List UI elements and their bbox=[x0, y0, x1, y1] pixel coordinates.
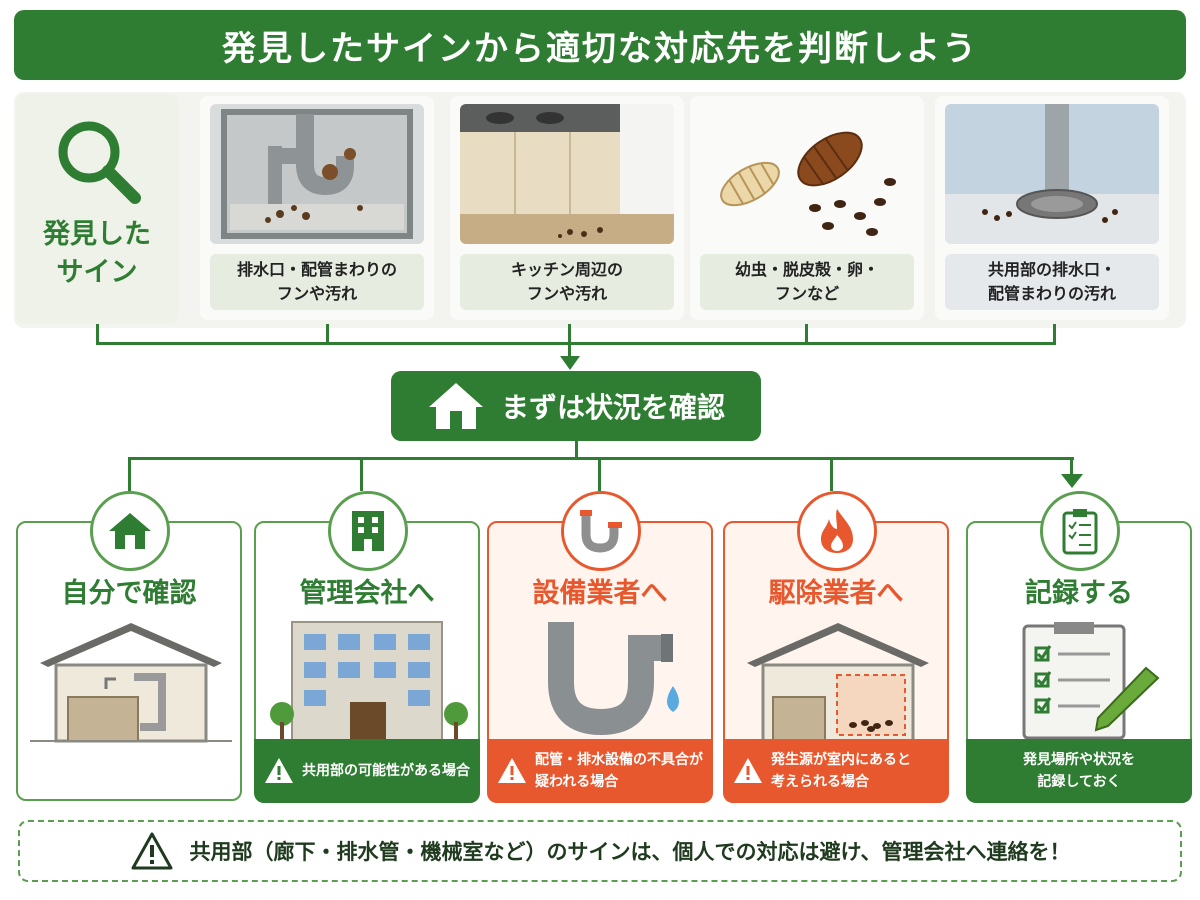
card-self-check: 自分で確認 bbox=[16, 491, 242, 801]
sign-caption-line1: 共用部の排水口・ bbox=[987, 260, 1116, 279]
sign-card-drain: 排水口・配管まわりの フンや汚れ bbox=[200, 96, 434, 320]
card-note: 発生源が室内にあると 考えられる場合 bbox=[723, 739, 949, 803]
signs-label-text: 発見した サイン bbox=[43, 216, 151, 292]
warning-icon bbox=[498, 758, 526, 783]
card-note-line2: 記録しておく bbox=[1037, 774, 1121, 790]
sign-caption-line1: キッチン周辺の bbox=[510, 260, 623, 279]
connector bbox=[1053, 324, 1056, 344]
connector bbox=[326, 324, 329, 344]
building-icon bbox=[352, 511, 384, 551]
card-note: 配管・排水設備の不具合が 疑われる場合 bbox=[487, 739, 713, 803]
confirm-status-box: まずは状況を確認 bbox=[391, 371, 761, 441]
common-drain-illustration bbox=[945, 104, 1159, 244]
pipe-icon bbox=[580, 510, 622, 553]
house-infestation-illustration bbox=[747, 623, 929, 743]
card-title: 設備業者へ bbox=[532, 578, 668, 609]
fire-icon bbox=[821, 509, 853, 553]
sign-caption-larvae: 幼虫・脱皮殻・卵・ フンなど bbox=[700, 254, 914, 310]
card-title: 管理会社へ bbox=[299, 578, 435, 609]
card-management: 管理会社へ 共用部の可能性がある場合 bbox=[254, 491, 480, 803]
connector bbox=[575, 441, 578, 459]
signs-label: 発見した サイン bbox=[16, 94, 178, 324]
connector bbox=[1070, 457, 1073, 479]
card-badge bbox=[1040, 491, 1120, 571]
clipboard-icon bbox=[1062, 509, 1098, 555]
card-note-line1: 発見場所や状況を bbox=[1023, 752, 1135, 768]
card-record: 記録する 発見場所や状況を 記録しておく bbox=[966, 491, 1192, 803]
card-note-line1: 発生源が室内にあると bbox=[771, 752, 911, 768]
sign-caption-common: 共用部の排水口・ 配管まわりの汚れ bbox=[945, 254, 1159, 310]
connector bbox=[568, 324, 571, 360]
sign-caption-line1: 排水口・配管まわりの bbox=[236, 260, 397, 279]
drain-pipe-illustration bbox=[210, 104, 424, 244]
connector bbox=[96, 342, 1056, 345]
search-icon bbox=[58, 121, 141, 204]
connector bbox=[598, 457, 601, 491]
card-note: 共用部の可能性がある場合 bbox=[254, 739, 480, 803]
clipboard-pencil-illustration bbox=[1022, 622, 1160, 740]
connector bbox=[128, 457, 1074, 460]
card-note-text: 発生源が室内にあると 考えられる場合 bbox=[771, 749, 911, 793]
card-badge bbox=[561, 491, 641, 571]
sign-caption-line2: フンなど bbox=[774, 284, 840, 303]
sign-caption-kitchen: キッチン周辺の フンや汚れ bbox=[460, 254, 674, 310]
confirm-label: まずは状況を確認 bbox=[500, 391, 725, 424]
card-title: 記録する bbox=[1025, 578, 1133, 609]
footer-warning: 共用部（廊下・排水管・機械室など）のサインは、個人での対応は避け、管理会社へ連絡… bbox=[18, 820, 1182, 882]
sign-caption-line2: フンや汚れ bbox=[526, 284, 608, 303]
sign-card-common: 共用部の排水口・ 配管まわりの汚れ bbox=[935, 96, 1169, 320]
warning-icon bbox=[265, 758, 293, 783]
card-note: 発見場所や状況を 記録しておく bbox=[966, 739, 1192, 803]
card-equipment: 設備業者へ 配管・排水設備の不具合が 疑われる場合 bbox=[487, 491, 713, 803]
card-title: 自分で確認 bbox=[61, 578, 197, 609]
signs-label-line1: 発見した bbox=[43, 219, 151, 250]
card-note-text: 共用部の可能性がある場合 bbox=[302, 763, 470, 779]
sign-caption-line2: フンや汚れ bbox=[276, 284, 358, 303]
sign-caption-line1: 幼虫・脱皮殻・卵・ bbox=[734, 260, 879, 279]
warning-icon bbox=[734, 758, 762, 783]
card-note-line1: 配管・排水設備の不具合が bbox=[535, 752, 703, 768]
connector bbox=[96, 324, 99, 344]
page-title-text: 発見したサインから適切な対応先を判断しよう bbox=[222, 28, 978, 69]
sign-card-kitchen: キッチン周辺の フンや汚れ bbox=[450, 96, 684, 320]
sign-caption-drain: 排水口・配管まわりの フンや汚れ bbox=[210, 254, 424, 310]
card-note-text: 発見場所や状況を 記録しておく bbox=[1023, 749, 1135, 793]
connector bbox=[805, 324, 808, 344]
house-cutaway-illustration bbox=[30, 623, 232, 743]
kitchen-illustration bbox=[460, 104, 674, 244]
footer-text: 共用部（廊下・排水管・機械室など）のサインは、個人での対応は避け、管理会社へ連絡… bbox=[189, 840, 1071, 864]
card-badge bbox=[90, 491, 170, 571]
card-badge bbox=[328, 491, 408, 571]
larvae-illustration bbox=[700, 104, 914, 244]
card-note-line2: 疑われる場合 bbox=[535, 774, 619, 790]
card-note-text: 配管・排水設備の不具合が 疑われる場合 bbox=[535, 749, 703, 793]
arrow-down-icon bbox=[1061, 474, 1083, 488]
sign-card-larvae: 幼虫・脱皮殻・卵・ フンなど bbox=[690, 96, 924, 320]
arrow-down-icon bbox=[560, 356, 580, 370]
signs-label-line2: サイン bbox=[56, 257, 138, 288]
sign-caption-line2: 配管まわりの汚れ bbox=[987, 284, 1116, 303]
apartment-building-illustration bbox=[270, 621, 468, 741]
leaking-pipe-illustration bbox=[548, 622, 679, 736]
card-note-line2: 考えられる場合 bbox=[771, 774, 869, 790]
house-icon bbox=[428, 383, 483, 429]
page-title: 発見したサインから適切な対応先を判断しよう bbox=[14, 10, 1186, 80]
connector bbox=[360, 457, 363, 491]
card-badge bbox=[797, 491, 877, 571]
house-icon bbox=[109, 513, 151, 549]
card-exterminator: 駆除業者へ 発生源が室内にあると 考えられる場合 bbox=[723, 491, 949, 803]
connector bbox=[830, 457, 833, 491]
warning-icon bbox=[131, 832, 173, 870]
connector bbox=[128, 457, 131, 491]
card-title: 駆除業者へ bbox=[768, 578, 904, 609]
